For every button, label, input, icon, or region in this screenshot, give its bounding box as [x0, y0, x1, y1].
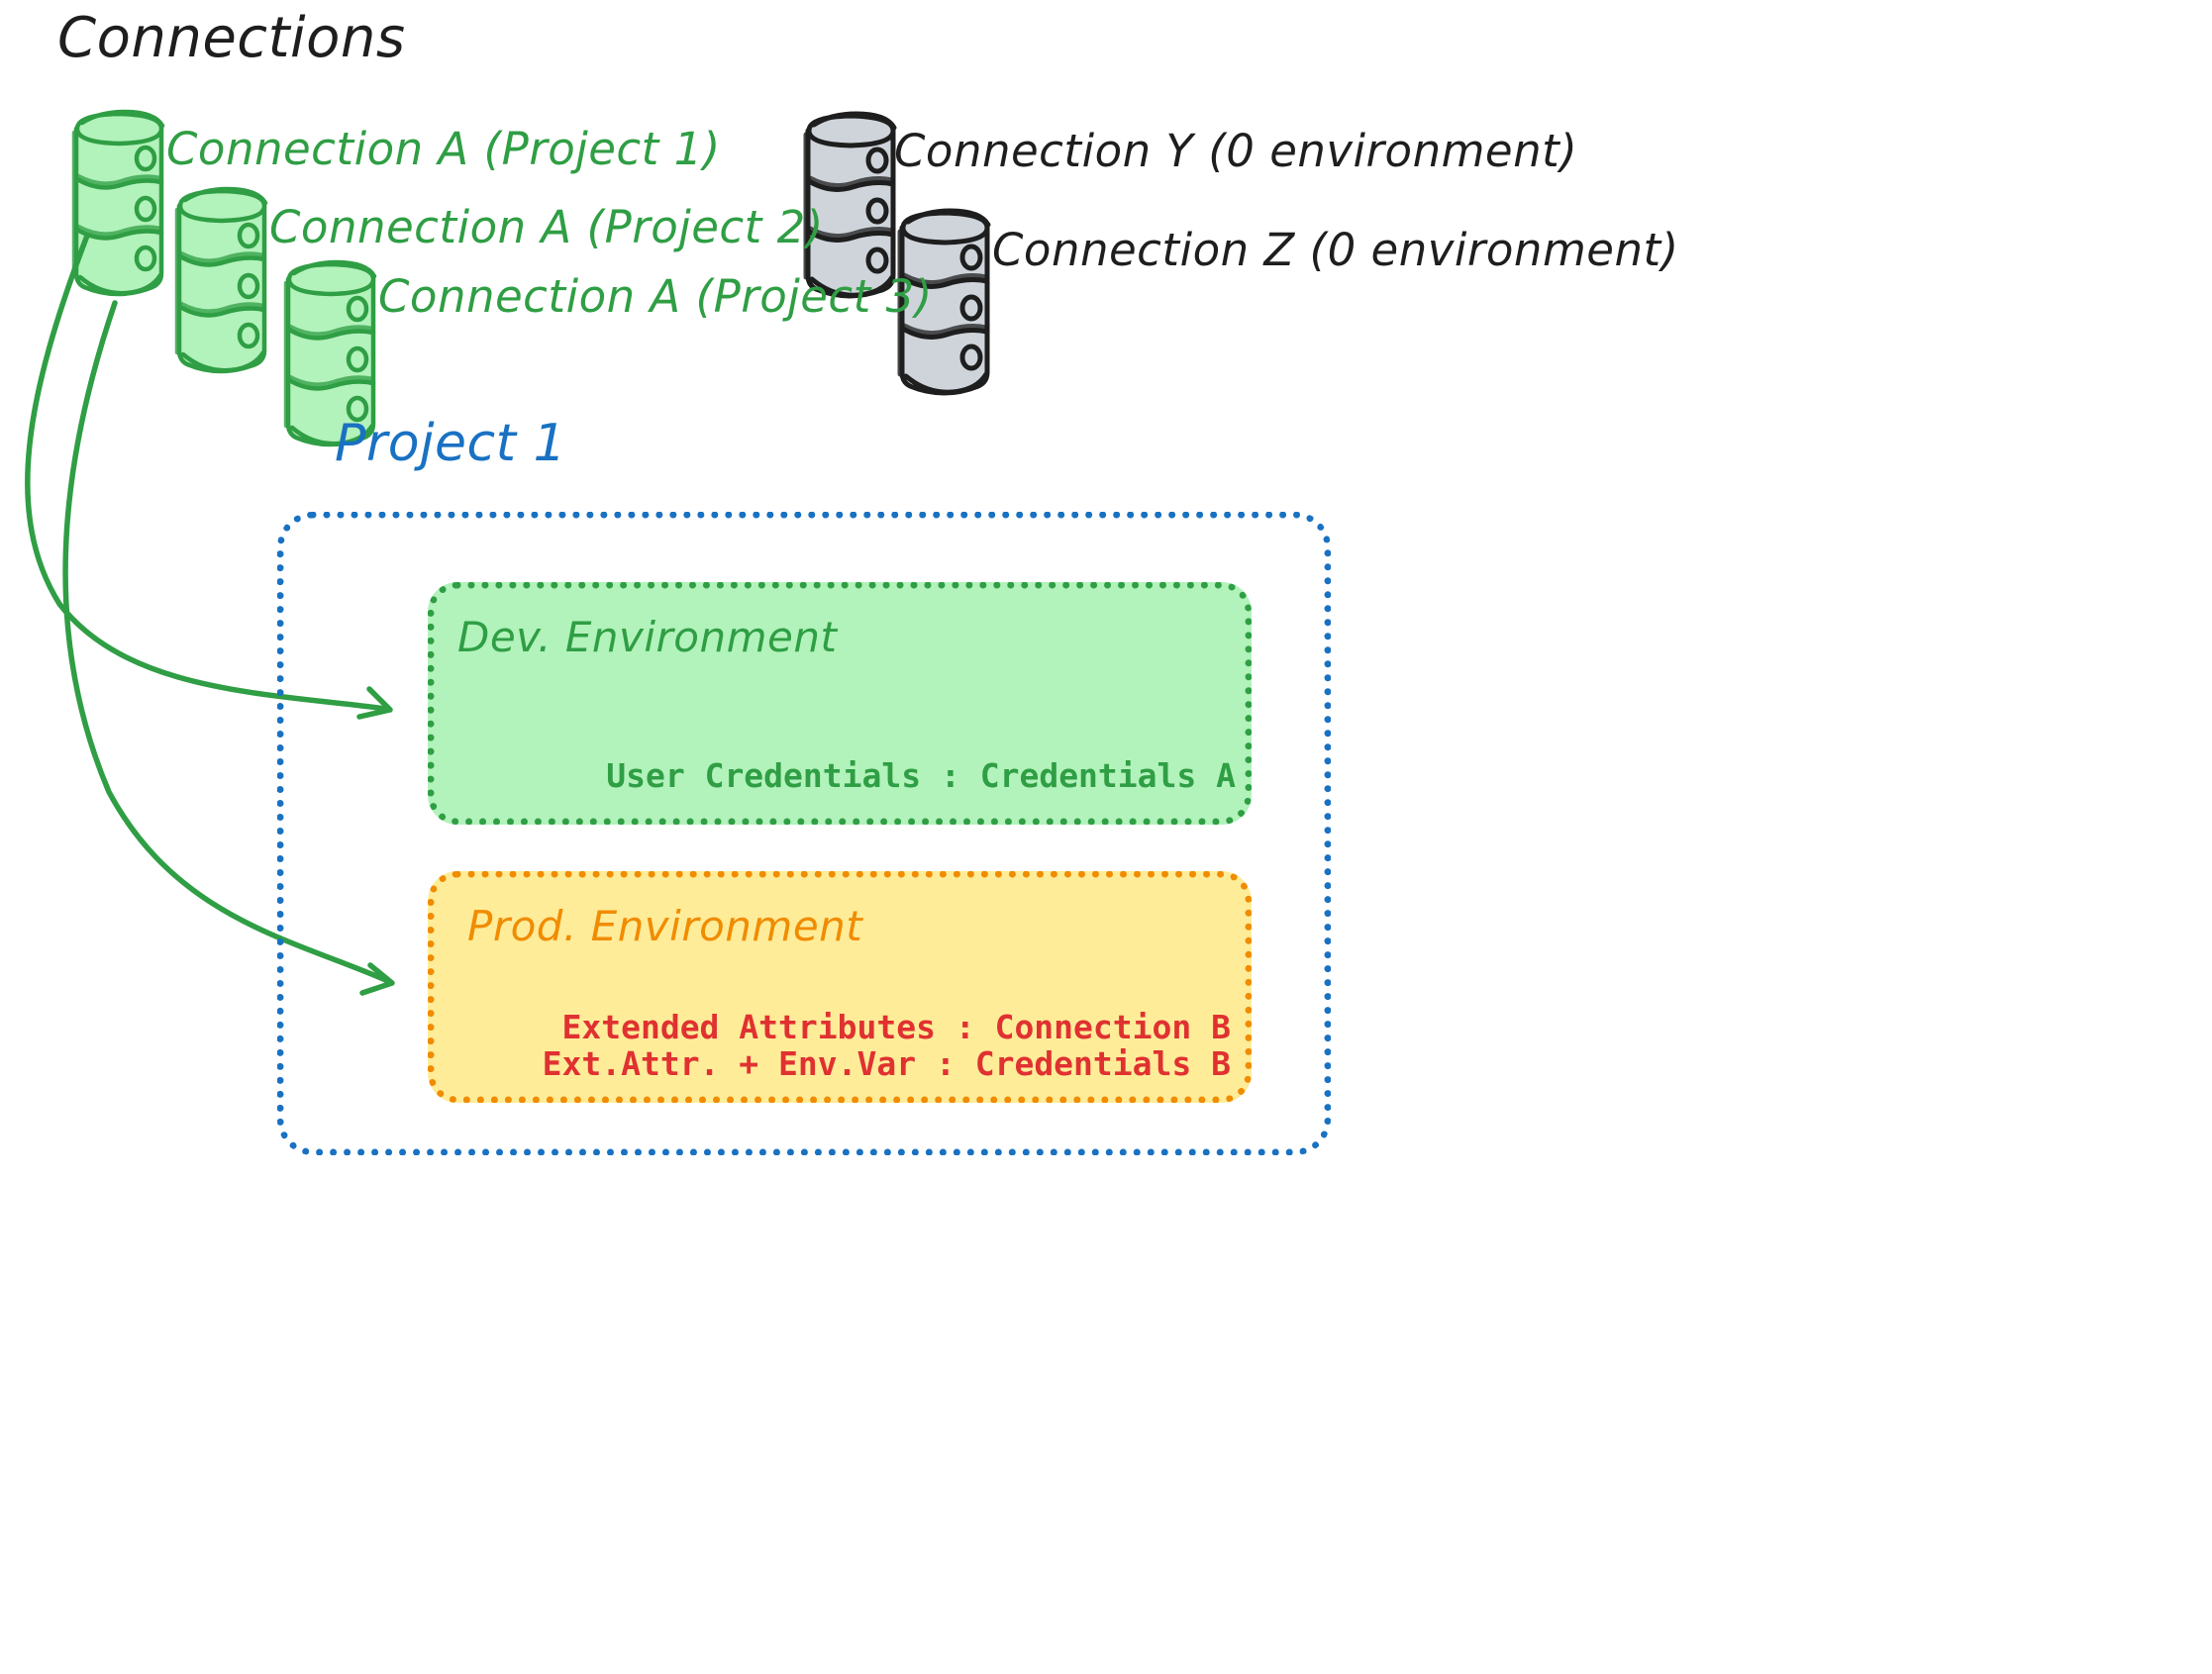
- connection-label-y: Connection Y (0 environment): [894, 125, 1578, 177]
- connection-label-a-project-3: Connection A (Project 3): [378, 270, 933, 323]
- database-cylinder-icon-connection-a-project-1: [74, 112, 162, 294]
- arrow-connection-a-to-dev-env: [25, 233, 393, 720]
- dev-environment-title: Dev. Environment: [457, 613, 838, 661]
- arrow-connection-a-to-prod-env: [62, 300, 395, 996]
- connection-label-z: Connection Z (0 environment): [992, 224, 1679, 276]
- connection-label-a-project-2: Connection A (Project 2): [269, 201, 824, 253]
- connection-label-a-project-1: Connection A (Project 1): [166, 123, 721, 175]
- page-title: Connections: [57, 6, 406, 70]
- project-title: Project 1: [335, 414, 567, 473]
- prod-environment-title: Prod. Environment: [467, 902, 863, 950]
- dev-environment-line-1: User Credentials : Credentials A: [606, 756, 1236, 795]
- database-cylinder-icon-connection-a-project-2: [177, 189, 265, 371]
- prod-environment-line-1: Extended Attributes : Connection B: [561, 1008, 1231, 1046]
- prod-environment-box: [428, 871, 1252, 1103]
- prod-environment-line-2: Ext.Attr. + Env.Var : Credentials B: [542, 1044, 1231, 1083]
- dev-environment-box: [428, 582, 1252, 825]
- project-1-container: [277, 512, 1331, 1155]
